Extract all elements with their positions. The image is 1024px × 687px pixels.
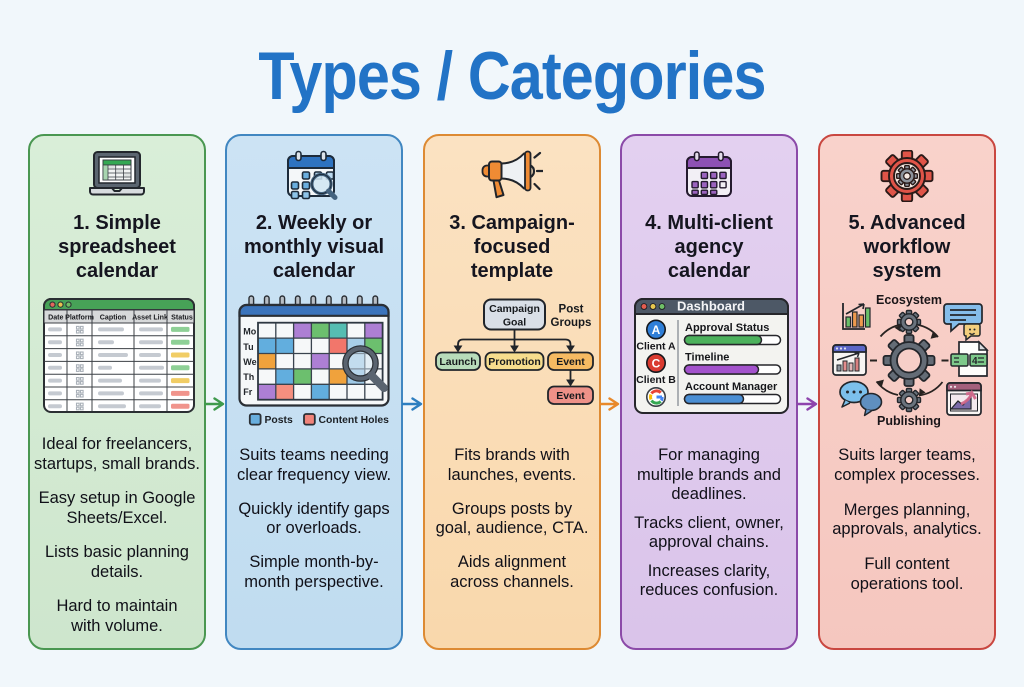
- svg-text:Publishing: Publishing: [877, 414, 941, 428]
- svg-text:Timeline: Timeline: [685, 352, 729, 364]
- svg-text:4: 4: [972, 356, 978, 367]
- svg-text:Promotion: Promotion: [488, 356, 541, 368]
- svg-text:Dashboard: Dashboard: [677, 299, 745, 314]
- svg-text:Client A: Client A: [636, 341, 676, 353]
- svg-text:Mo: Mo: [243, 327, 256, 337]
- svg-text:Post: Post: [559, 304, 584, 316]
- svg-text:Status: Status: [171, 314, 193, 322]
- svg-text:Content Holes: Content Holes: [319, 415, 390, 426]
- svg-text:C: C: [652, 357, 661, 371]
- svg-text:Groups: Groups: [551, 317, 592, 329]
- svg-text:Tu: Tu: [243, 342, 253, 352]
- svg-text:Client B: Client B: [636, 374, 676, 386]
- svg-text:Date: Date: [48, 314, 63, 322]
- svg-text:Platform: Platform: [65, 314, 94, 322]
- svg-text:A: A: [652, 323, 661, 337]
- svg-text:Account Manager: Account Manager: [685, 381, 778, 393]
- svg-text:Fr: Fr: [243, 387, 252, 397]
- svg-text:Th: Th: [243, 372, 254, 382]
- svg-text:Approval Status: Approval Status: [685, 322, 769, 334]
- svg-text:Event: Event: [556, 356, 585, 368]
- svg-text:Launch: Launch: [439, 356, 476, 368]
- svg-text:Posts: Posts: [265, 415, 294, 426]
- svg-text:Ecosystem: Ecosystem: [876, 293, 942, 307]
- svg-text:Caption: Caption: [100, 314, 126, 322]
- svg-text:Campaign: Campaign: [489, 303, 540, 315]
- svg-text:We: We: [243, 357, 256, 367]
- svg-text:Asset Link: Asset Link: [132, 314, 168, 322]
- svg-text:Goal: Goal: [503, 317, 526, 329]
- svg-text:Event: Event: [556, 390, 585, 402]
